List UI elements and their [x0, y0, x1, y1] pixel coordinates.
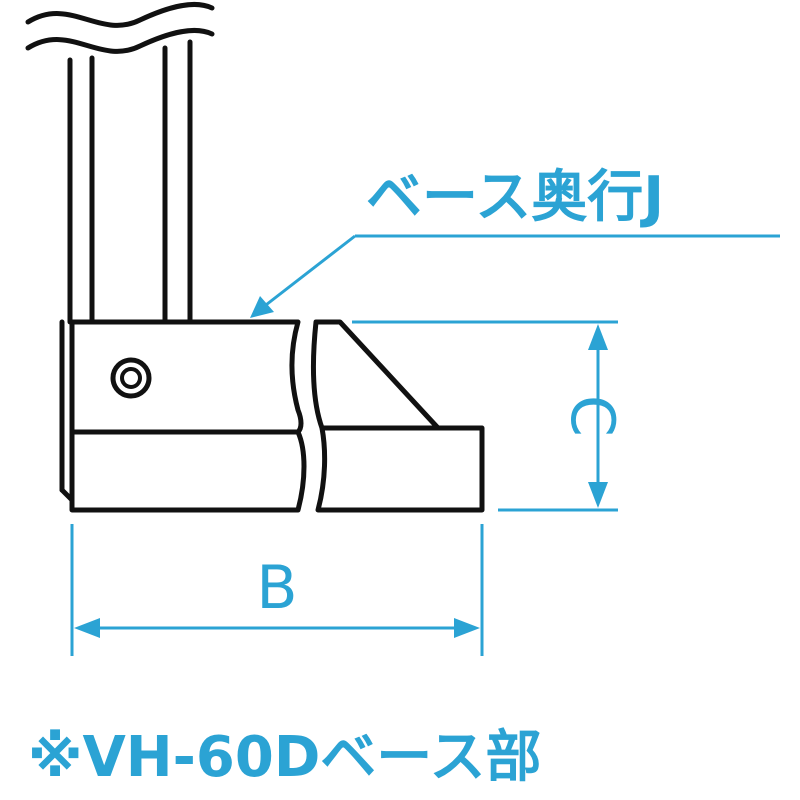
dimension-c-label: C [557, 395, 627, 437]
dimension-b-label: B [256, 553, 297, 623]
dimension-b [70, 524, 484, 656]
top-break-wave [25, 1, 215, 54]
depth-callout-label: ベース奥行J [366, 165, 664, 230]
caption-label: ※VH-60Dベース部 [28, 725, 542, 790]
base-lower-block-right [315, 425, 485, 513]
vertical-post [67, 39, 193, 325]
base-tapered-block-right [311, 319, 441, 431]
base-lower-block-left [69, 429, 307, 513]
depth-callout-leader [250, 234, 780, 318]
dimension-c [352, 320, 618, 512]
base-upper-block-left [69, 319, 304, 435]
bolt-hole-icon [110, 357, 152, 399]
